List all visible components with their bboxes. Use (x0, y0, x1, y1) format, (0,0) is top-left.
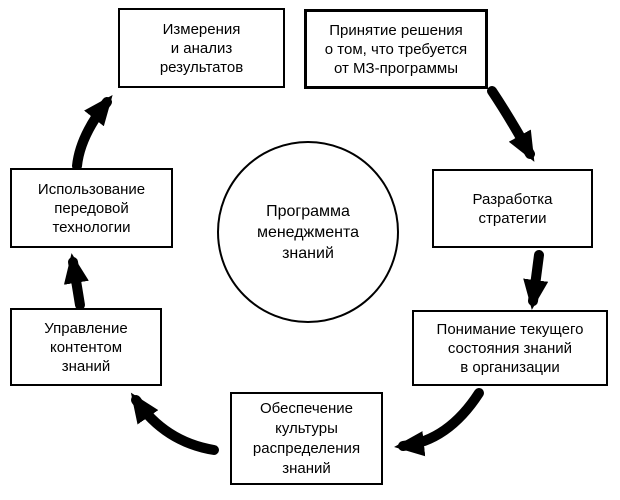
arrow-content-to-technology (63, 253, 89, 310)
center-circle: Программа менеджмента знаний (217, 141, 399, 323)
node-culture: Обеспечение культуры распределения знани… (230, 392, 383, 485)
arrow-culture-to-content (130, 392, 219, 455)
node-content: Управление контентом знаний (10, 308, 162, 386)
center-circle-label: Программа менеджмента знаний (256, 202, 360, 262)
node-technology: Использование передовой технологии (10, 168, 173, 248)
node-measurement: Измерения и анализ результатов (118, 8, 285, 88)
node-culture-label: Обеспечение культуры распределения знани… (252, 399, 361, 477)
node-technology-label: Использование передовой технологии (37, 180, 146, 236)
node-decision-label: Принятие решения о том, что требуется от… (324, 21, 468, 77)
node-understanding-label: Понимание текущего состояния знаний в ор… (436, 320, 584, 376)
arrow-decision-to-strategy (487, 86, 535, 162)
arrow-technology-to-measurement (72, 94, 113, 171)
arrow-understanding-to-culture (394, 388, 484, 457)
node-strategy-label: Разработка стратегии (472, 190, 553, 227)
arrow-strategy-to-understanding (523, 250, 549, 310)
node-measurement-label: Измерения и анализ результатов (159, 20, 244, 76)
node-content-label: Управление контентом знаний (44, 319, 128, 375)
node-strategy: Разработка стратегии (432, 169, 593, 248)
node-understanding: Понимание текущего состояния знаний в ор… (412, 310, 608, 386)
node-decision: Принятие решения о том, что требуется от… (304, 9, 488, 89)
